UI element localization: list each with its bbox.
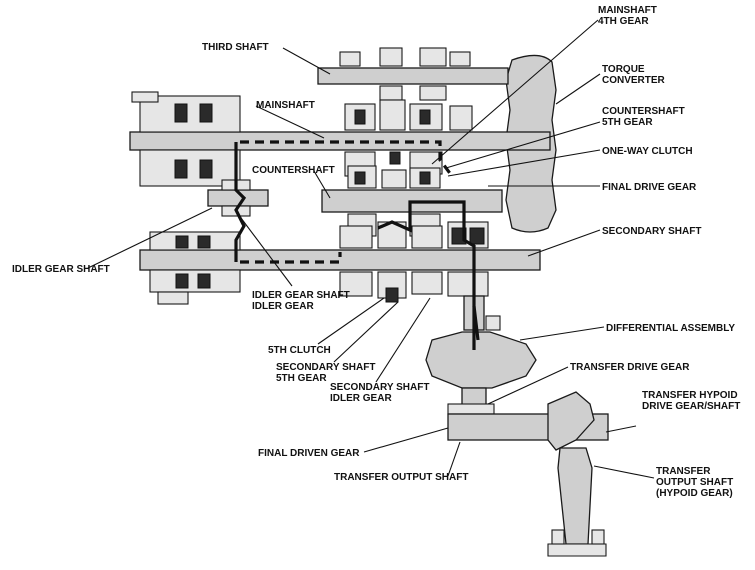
transfer-assembly bbox=[447, 391, 609, 557]
label-line: 5TH GEAR bbox=[602, 117, 653, 128]
label-third-shaft: THIRD SHAFT bbox=[202, 42, 269, 53]
power-flow-solid bbox=[234, 142, 247, 262]
label-line: IDLER GEAR SHAFT bbox=[12, 264, 110, 275]
transmission-drawing bbox=[129, 47, 609, 557]
label-line: OUTPUT SHAFT bbox=[656, 477, 733, 488]
label-line: SECONDARY SHAFT bbox=[276, 362, 375, 373]
left-mainshaft-housing bbox=[131, 91, 241, 187]
label-transfer-output-shaft: TRANSFER OUTPUT SHAFT bbox=[334, 472, 468, 483]
label-line: DRIVE GEAR/SHAFT bbox=[642, 401, 740, 412]
label-secondary-shaft: SECONDARY SHAFT bbox=[602, 226, 701, 237]
label-transfer-drive-gear: TRANSFER DRIVE GEAR bbox=[570, 362, 690, 373]
differential-housing bbox=[425, 331, 537, 389]
differential-column bbox=[425, 295, 537, 415]
label-line: 5TH CLUTCH bbox=[268, 345, 331, 356]
label-one-way-clutch: ONE-WAY CLUTCH bbox=[602, 146, 693, 157]
label-line: MAINSHAFT bbox=[598, 5, 657, 16]
power-flow-solid-2 bbox=[377, 200, 480, 341]
secondary-shaft-assembly bbox=[139, 221, 541, 305]
label-line: DIFFERENTIAL ASSEMBLY bbox=[606, 323, 735, 334]
leader-lines bbox=[87, 19, 655, 479]
label-countershaft: COUNTERSHAFT bbox=[252, 165, 335, 176]
third-shaft-assembly bbox=[317, 47, 509, 101]
label-mainshaft: MAINSHAFT bbox=[256, 100, 315, 111]
label-line: TRANSFER bbox=[656, 466, 711, 477]
label-line: 4TH GEAR bbox=[598, 16, 649, 27]
label-line: TRANSFER OUTPUT SHAFT bbox=[334, 472, 468, 483]
label-line: FINAL DRIVEN GEAR bbox=[258, 448, 360, 459]
label-line: 5TH GEAR bbox=[276, 373, 327, 384]
label-line: COUNTERSHAFT bbox=[602, 106, 685, 117]
label-line: IDLER GEAR bbox=[330, 393, 392, 404]
label-line: THIRD SHAFT bbox=[202, 42, 269, 53]
label-final-driven-gear: FINAL DRIVEN GEAR bbox=[258, 448, 360, 459]
label-line: TRANSFER DRIVE GEAR bbox=[570, 362, 690, 373]
label-line: TRANSFER HYPOID bbox=[642, 390, 738, 401]
label-line: TORQUE bbox=[602, 64, 645, 75]
label-differential-assembly: DIFFERENTIAL ASSEMBLY bbox=[606, 323, 735, 334]
label-final-drive-gear: FINAL DRIVE GEAR bbox=[602, 182, 697, 193]
label-line: ONE-WAY CLUTCH bbox=[602, 146, 693, 157]
label-idler-gear-shaft: IDLER GEAR SHAFT bbox=[12, 264, 110, 275]
label-line: IDLER GEAR bbox=[252, 301, 314, 312]
label-5th-clutch: 5TH CLUTCH bbox=[268, 345, 331, 356]
label-line: COUNTERSHAFT bbox=[252, 165, 335, 176]
label-line: CONVERTER bbox=[602, 75, 666, 86]
label-line: SECONDARY SHAFT bbox=[602, 226, 701, 237]
label-line: IDLER GEAR SHAFT bbox=[252, 290, 350, 301]
label-line: FINAL DRIVE GEAR bbox=[602, 182, 697, 193]
label-line: MAINSHAFT bbox=[256, 100, 315, 111]
label-line: SECONDARY SHAFT bbox=[330, 382, 429, 393]
label-line: (HYPOID GEAR) bbox=[656, 488, 733, 499]
